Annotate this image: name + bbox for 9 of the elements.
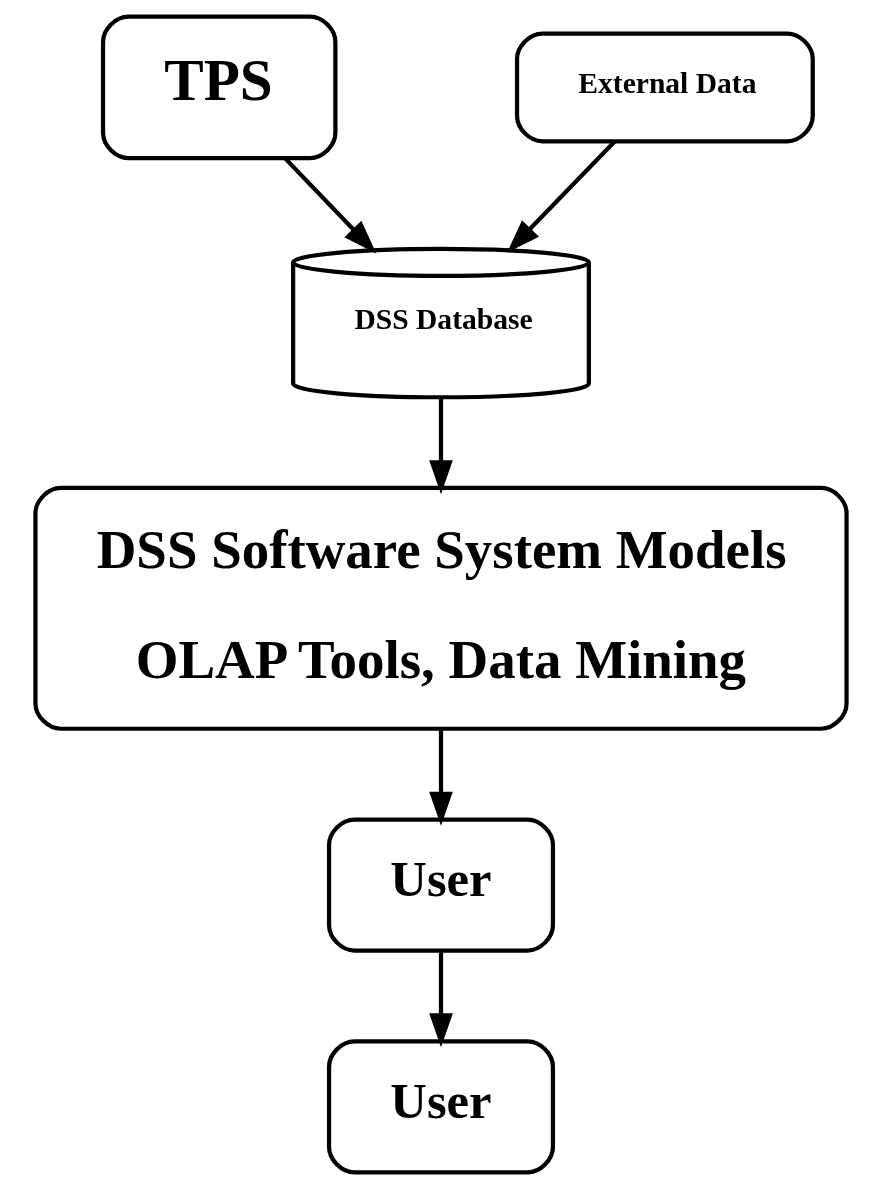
arrow — [507, 140, 617, 253]
node-box: User — [326, 817, 556, 953]
node-box: TPS — [100, 14, 338, 161]
arrow — [429, 397, 453, 495]
node-box: External Data — [514, 31, 815, 144]
node-box: User — [326, 1039, 556, 1175]
arrow — [429, 729, 453, 826]
node-box: DSS Software System Models OLAP Tools, Data Mining — [33, 485, 849, 731]
arrow — [429, 950, 453, 1048]
